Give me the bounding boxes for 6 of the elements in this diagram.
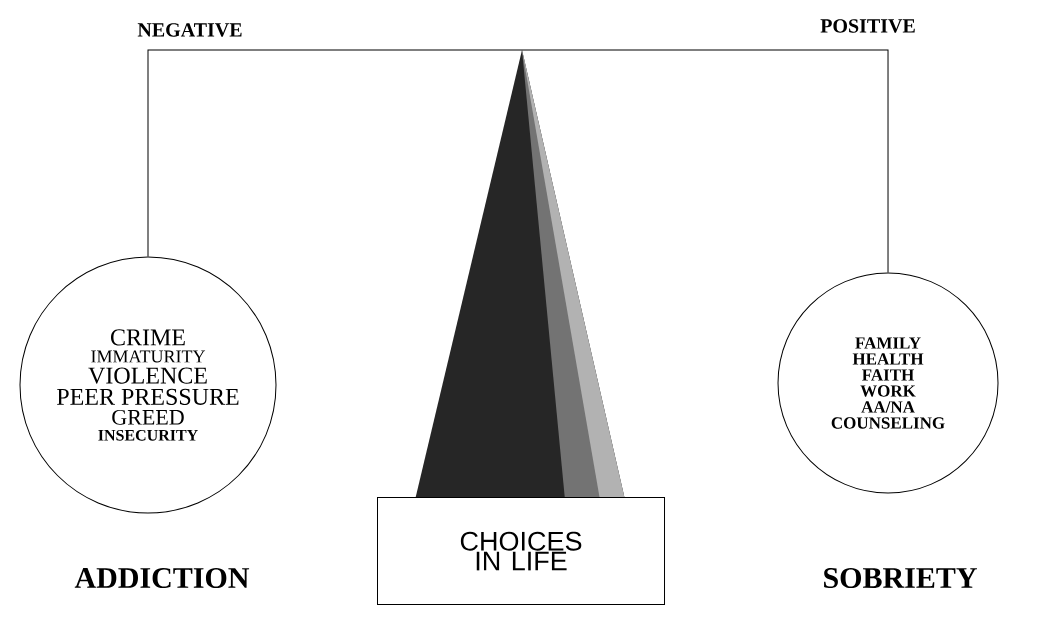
text-box: CHOICES IN LIFE: [377, 497, 665, 605]
heading-text: POSITIVE: [820, 19, 915, 33]
heading-text: NEGATIVE: [137, 23, 242, 37]
balance-beam: [147, 49, 889, 273]
side-label: ADDICTION: [74, 567, 250, 589]
side-label: SOBRIETY: [824, 567, 977, 589]
